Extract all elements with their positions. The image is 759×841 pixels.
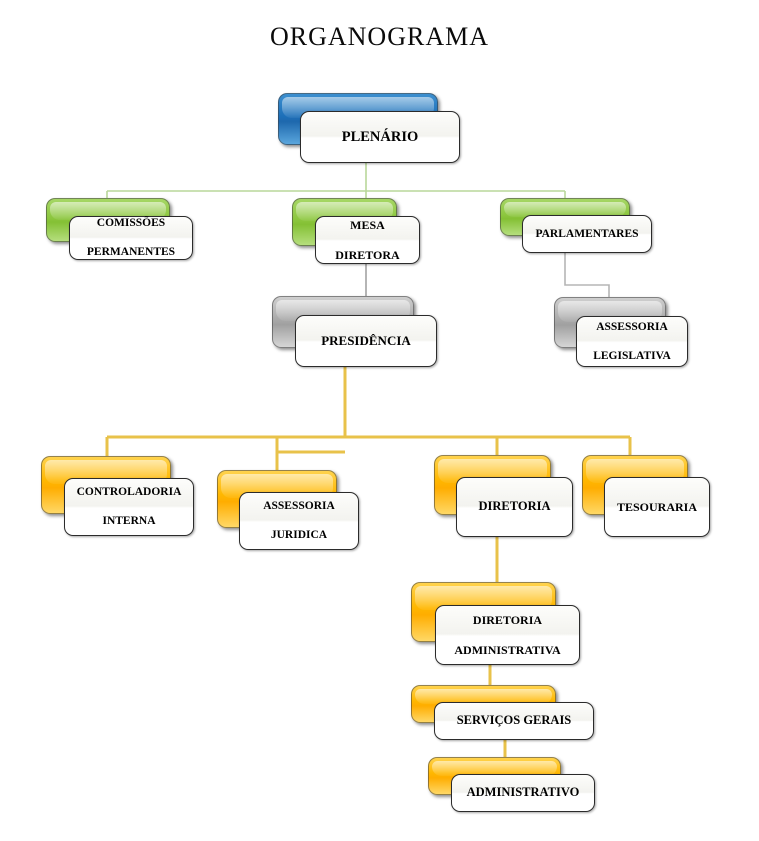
node-controladoria-interna-line1: CONTROLADORIA: [76, 486, 182, 499]
node-plenario-label: PLENÁRIO: [341, 128, 419, 145]
node-assessoria-legislativa-line1: ASSESSORIA: [596, 320, 668, 333]
edge-parlamentares-assessoria: [564, 253, 610, 300]
node-diretoria-administrativa-label: DIRETORIA ADMINISTRATIVA: [442, 613, 573, 658]
node-controladoria-interna[interactable]: CONTROLADORIA INTERNA: [41, 456, 194, 536]
node-assessoria-juridica-line1: ASSESSORIA: [263, 500, 335, 513]
node-assessoria-juridica-label-box[interactable]: ASSESSORIA JURIDICA: [239, 492, 359, 550]
node-controladoria-interna-label: CONTROLADORIA INTERNA: [71, 485, 187, 528]
node-comissoes-permanentes-label-box[interactable]: COMISSÕES PERMANENTES: [69, 216, 193, 260]
node-plenario-label-box[interactable]: PLENÁRIO: [300, 111, 460, 163]
node-servicos-gerais[interactable]: SERVIÇOS GERAIS: [411, 685, 594, 740]
node-mesa-diretora-label: MESA DIRETORA: [322, 218, 413, 263]
node-diretoria-administrativa-line2: ADMINISTRATIVA: [454, 642, 561, 657]
node-mesa-diretora-label-box[interactable]: MESA DIRETORA: [315, 216, 420, 264]
node-diretoria-label: DIRETORIA: [478, 499, 551, 514]
node-mesa-diretora-line2: DIRETORA: [335, 247, 400, 262]
node-assessoria-legislativa[interactable]: ASSESSORIA LEGISLATIVA: [554, 297, 688, 367]
node-assessoria-juridica-label: ASSESSORIA JURIDICA: [246, 499, 352, 542]
node-tesouraria-label: TESOURARIA: [616, 499, 697, 514]
node-administrativo[interactable]: ADMINISTRATIVO: [428, 757, 595, 812]
node-plenario[interactable]: PLENÁRIO: [278, 93, 460, 163]
node-servicos-gerais-label-box[interactable]: SERVIÇOS GERAIS: [434, 702, 594, 740]
node-assessoria-juridica-line2: JURIDICA: [270, 529, 328, 542]
node-assessoria-legislativa-label-box[interactable]: ASSESSORIA LEGISLATIVA: [576, 316, 688, 367]
node-administrativo-label: ADMINISTRATIVO: [466, 785, 580, 800]
node-comissoes-permanentes[interactable]: COMISSÕES PERMANENTES: [46, 198, 193, 260]
node-diretoria-label-box[interactable]: DIRETORIA: [456, 477, 573, 537]
node-assessoria-juridica[interactable]: ASSESSORIA JURIDICA: [217, 470, 359, 550]
node-tesouraria-label-box[interactable]: TESOURARIA: [604, 477, 710, 537]
node-diretoria-administrativa-line1: DIRETORIA: [472, 612, 543, 627]
node-diretoria[interactable]: DIRETORIA: [434, 455, 573, 537]
node-servicos-gerais-label: SERVIÇOS GERAIS: [456, 713, 572, 728]
page-title: ORGANOGRAMA: [269, 22, 489, 51]
node-mesa-diretora-line1: MESA: [350, 217, 385, 232]
node-diretoria-administrativa[interactable]: DIRETORIA ADMINISTRATIVA: [411, 582, 580, 665]
node-assessoria-legislativa-label: ASSESSORIA LEGISLATIVA: [583, 320, 681, 363]
node-mesa-diretora[interactable]: MESA DIRETORA: [292, 198, 420, 264]
node-assessoria-legislativa-line2: LEGISLATIVA: [593, 349, 671, 362]
node-comissoes-permanentes-label: COMISSÕES PERMANENTES: [76, 216, 186, 259]
node-presidencia-label: PRESIDÊNCIA: [321, 332, 411, 348]
node-presidencia[interactable]: PRESIDÊNCIA: [272, 296, 437, 367]
node-controladoria-interna-line2: INTERNA: [102, 515, 156, 528]
node-parlamentares[interactable]: PARLAMENTARES: [500, 198, 652, 253]
node-parlamentares-label: PARLAMENTARES: [535, 227, 639, 240]
node-diretoria-administrativa-label-box[interactable]: DIRETORIA ADMINISTRATIVA: [435, 605, 580, 665]
node-controladoria-interna-label-box[interactable]: CONTROLADORIA INTERNA: [64, 478, 194, 536]
node-presidencia-label-box[interactable]: PRESIDÊNCIA: [295, 315, 437, 367]
node-parlamentares-label-box[interactable]: PARLAMENTARES: [522, 215, 652, 253]
node-comissoes-permanentes-line1: COMISSÕES: [96, 217, 166, 230]
node-comissoes-permanentes-line2: PERMANENTES: [86, 246, 176, 259]
node-administrativo-label-box[interactable]: ADMINISTRATIVO: [451, 774, 595, 812]
node-tesouraria[interactable]: TESOURARIA: [582, 455, 710, 537]
